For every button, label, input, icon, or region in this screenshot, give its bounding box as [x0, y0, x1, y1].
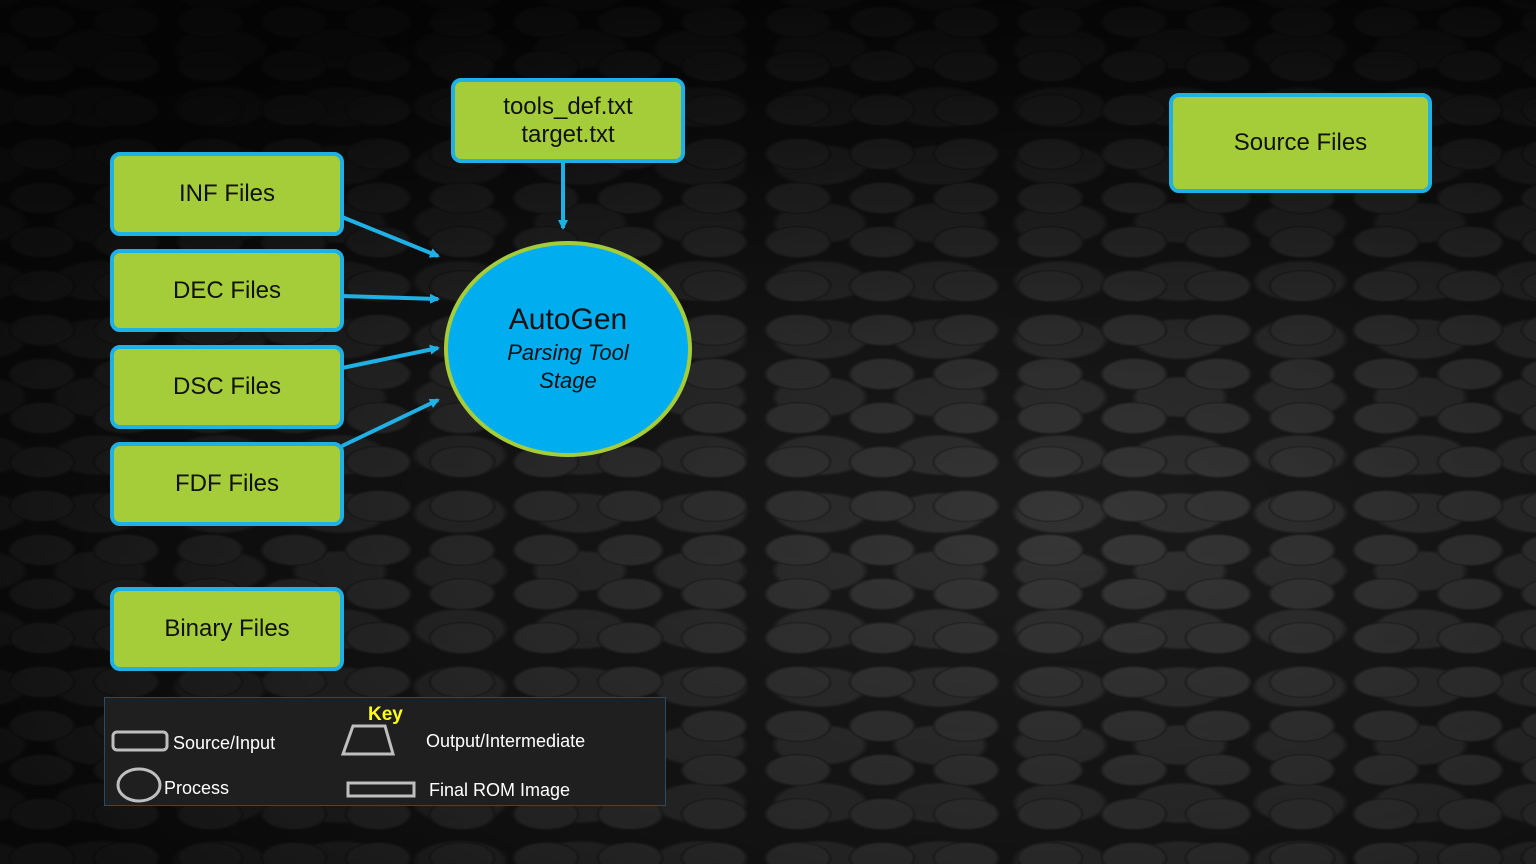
- autogen-subtitle-2: Stage: [539, 368, 597, 393]
- inf-files-label: INF Files: [179, 180, 275, 207]
- source-files-box: Source Files: [1169, 93, 1432, 193]
- final-rom-shape-icon: [346, 781, 416, 798]
- config-files-box: tools_def.txt target.txt: [451, 78, 685, 163]
- dec-files-label: DEC Files: [172, 276, 281, 304]
- output-shape-icon: [340, 724, 395, 756]
- key-heading: Key: [368, 704, 403, 725]
- binary-files-label: Binary Files: [164, 615, 290, 642]
- arrow-inf-to-autogen: [341, 215, 440, 258]
- source-files-label: Source Files: [1233, 129, 1368, 156]
- key-output-label: Output/Intermediate: [426, 731, 586, 751]
- fdf-files-label: FDF Files: [175, 470, 279, 497]
- arrow-fdf-to-autogen: [341, 398, 440, 448]
- arrow-dec-to-autogen: [341, 293, 440, 304]
- arrow-dsc-to-autogen: [341, 344, 440, 370]
- fdf-files-box: FDF Files: [110, 442, 344, 526]
- dsc-files-label: DSC Files: [172, 373, 281, 400]
- legend-key: Key Source/Input Process Output/Intermed…: [104, 697, 666, 806]
- source-input-shape-icon: [111, 730, 169, 752]
- autogen-subtitle-1: Parsing Tool: [507, 340, 629, 365]
- autogen-title: AutoGen: [508, 303, 628, 336]
- dec-files-box: DEC Files: [110, 249, 344, 332]
- key-final-rom-label: Final ROM Image: [429, 780, 571, 800]
- config-line-2: target.txt: [521, 120, 615, 148]
- autogen-process-node: AutoGen Parsing Tool Stage: [444, 241, 692, 457]
- dsc-files-box: DSC Files: [110, 345, 344, 429]
- key-process-label: Process: [164, 778, 230, 798]
- binary-files-box: Binary Files: [110, 587, 344, 671]
- key-source-input-label: Source/Input: [173, 733, 276, 753]
- config-line-1: tools_def.txt: [503, 92, 633, 120]
- inf-files-box: INF Files: [110, 152, 344, 236]
- process-shape-icon: [116, 767, 162, 803]
